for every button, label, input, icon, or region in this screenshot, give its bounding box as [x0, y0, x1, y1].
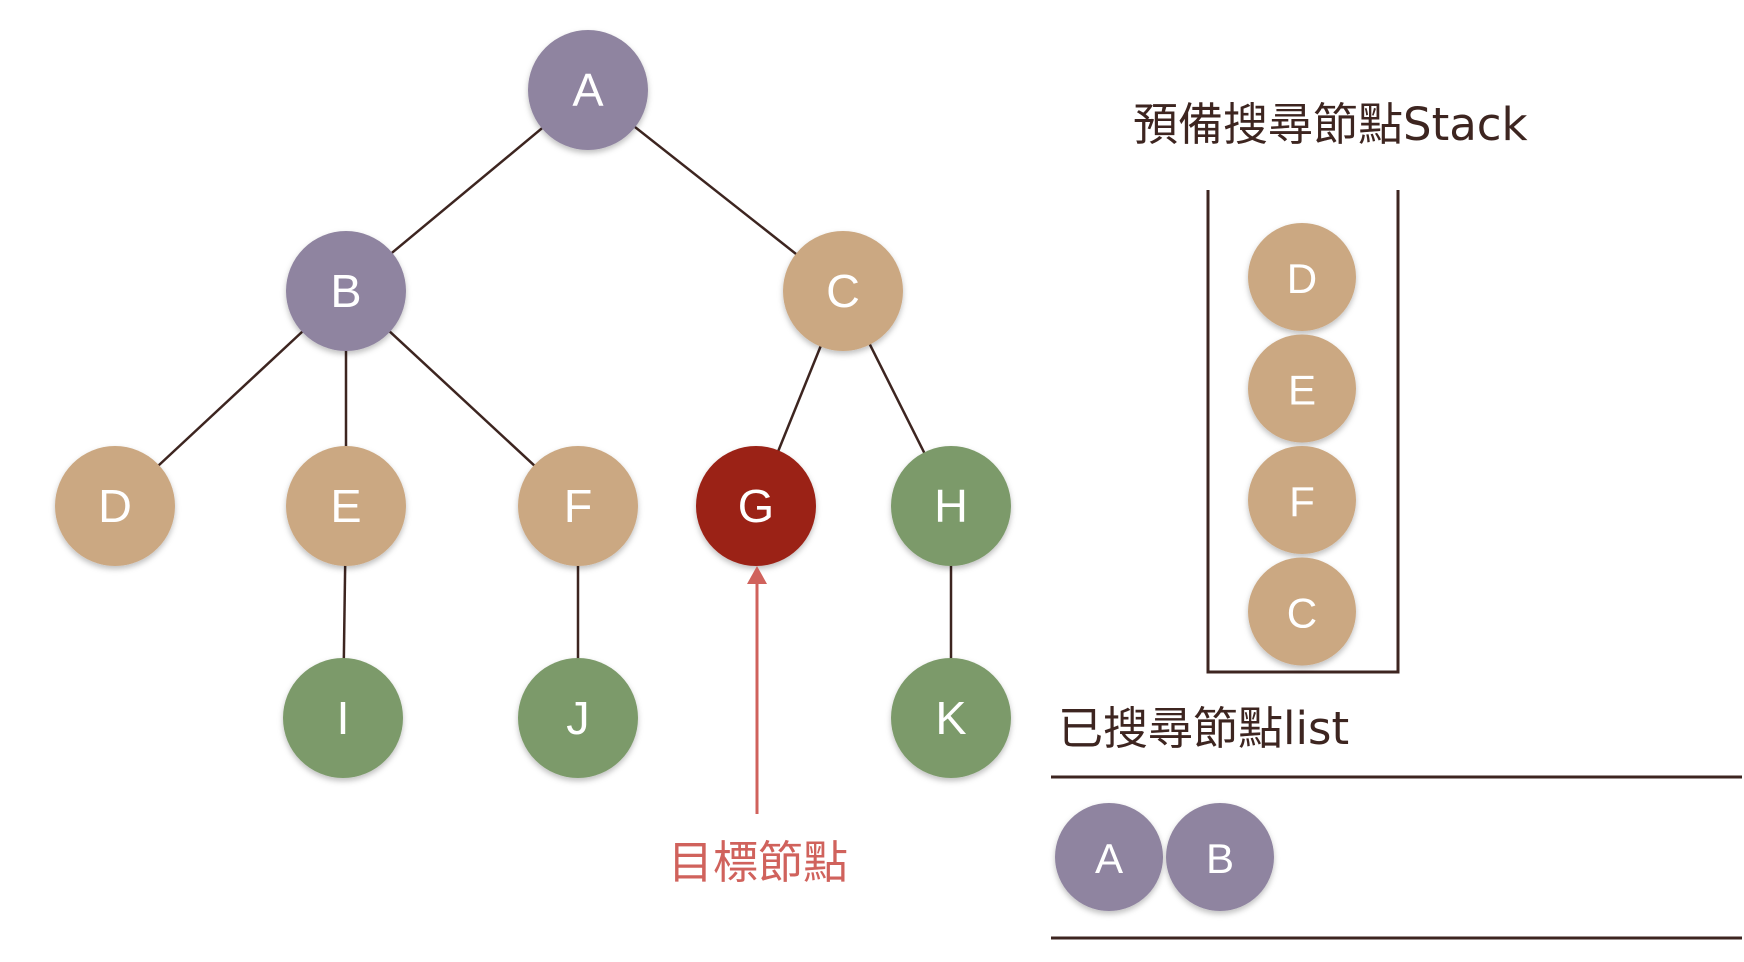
- tree-node-D-label: D: [98, 480, 132, 532]
- tree-node-A-circle: [528, 30, 648, 150]
- tree-node-H-circle: [891, 446, 1011, 566]
- edge-B-D: [156, 329, 305, 468]
- edge-C-G: [776, 344, 823, 453]
- stack-container: D E F C: [1206, 190, 1400, 674]
- edge-C-H: [867, 342, 927, 455]
- tree-node-C: C: [783, 231, 903, 351]
- tree-node-K: K: [891, 658, 1011, 778]
- tree-node-E: E: [286, 446, 406, 566]
- tree-node-I: I: [283, 658, 403, 778]
- stack-item-C-circle: [1248, 557, 1356, 666]
- edge-A-B: [389, 126, 545, 255]
- tree-node-G: G: [696, 446, 816, 566]
- list-item-A-label: A: [1095, 835, 1123, 882]
- tree-node-F-label: F: [564, 480, 593, 532]
- tree-node-C-label: C: [826, 265, 860, 317]
- target-arrow: [747, 566, 767, 814]
- tree-node-E-circle: [286, 446, 406, 566]
- target-node-label: 目標節點: [668, 836, 849, 889]
- tree-node-F: F: [518, 446, 638, 566]
- tree-node-B-circle: [286, 231, 406, 351]
- stack-item-D: D: [1248, 223, 1356, 331]
- edge-B-F: [387, 329, 537, 468]
- tree-node-G-circle: [696, 446, 816, 566]
- visited-list-title: 已搜尋節點list: [1058, 702, 1350, 755]
- tree-node-F-circle: [518, 446, 638, 566]
- edge-E-I: [342, 563, 347, 661]
- stack-title: 預備搜尋節點Stack: [1133, 98, 1528, 151]
- stack-item-D-circle: [1248, 223, 1356, 331]
- tree-node-E-label: E: [330, 480, 361, 532]
- tree-node-K-label: K: [935, 692, 966, 744]
- stack-item-C-label: C: [1287, 590, 1317, 637]
- tree-node-I-circle: [283, 658, 403, 778]
- list-item-B-label: B: [1206, 835, 1234, 882]
- stack-item-E: E: [1248, 334, 1356, 443]
- tree-edges: [156, 124, 953, 661]
- stack-item-D-label: D: [1287, 255, 1317, 302]
- tree-node-J-label: J: [566, 692, 589, 744]
- tree-node-B: B: [286, 231, 406, 351]
- edge-A-C: [632, 124, 799, 257]
- tree-node-D: D: [55, 446, 175, 566]
- tree-node-B-label: B: [330, 265, 361, 317]
- list-item-B-circle: [1166, 803, 1274, 911]
- list-item-A: A: [1055, 803, 1163, 911]
- stack-item-F-label: F: [1289, 478, 1315, 525]
- arrow-head-icon: [747, 566, 767, 584]
- list-item-B: B: [1166, 803, 1274, 911]
- stack-item-E-circle: [1248, 334, 1356, 443]
- tree-node-J: J: [518, 658, 638, 778]
- tree-node-K-circle: [891, 658, 1011, 778]
- tree-node-H-label: H: [934, 480, 968, 532]
- tree-node-A: A: [528, 30, 648, 150]
- tree-node-D-circle: [55, 446, 175, 566]
- list-item-A-circle: [1055, 803, 1163, 911]
- tree-nodes: A B C D E F G H I J K: [55, 30, 1011, 778]
- tree-node-C-circle: [783, 231, 903, 351]
- stack-item-C: C: [1248, 557, 1356, 666]
- stack-item-F-circle: [1248, 446, 1356, 554]
- tree-node-H: H: [891, 446, 1011, 566]
- tree-node-A-label: A: [572, 64, 604, 116]
- tree-node-J-circle: [518, 658, 638, 778]
- stack-box: [1206, 190, 1400, 674]
- tree-node-I-label: I: [336, 692, 349, 744]
- tree-node-G-label: G: [738, 480, 774, 532]
- stack-item-F: F: [1248, 446, 1356, 554]
- stack-item-E-label: E: [1288, 367, 1316, 414]
